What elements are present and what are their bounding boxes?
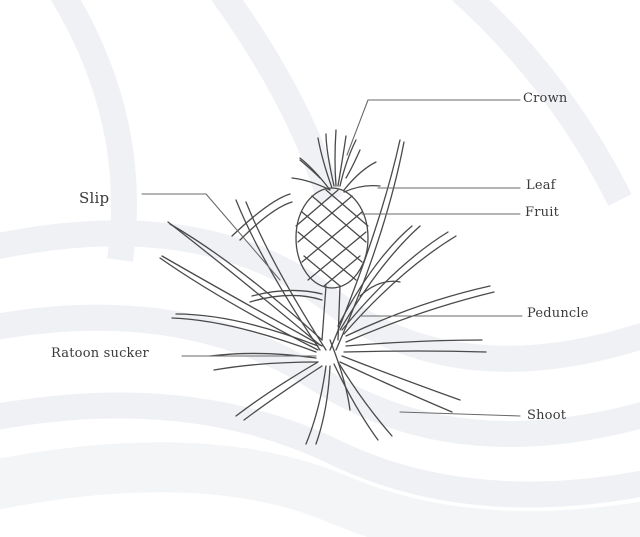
- label-ratoon-sucker: Ratoon sucker: [51, 346, 149, 361]
- label-shoot: Shoot: [527, 408, 566, 423]
- label-fruit: Fruit: [525, 205, 559, 220]
- label-slip: Slip: [79, 189, 109, 207]
- fruit-drawing: [296, 188, 368, 288]
- label-peduncle: Peduncle: [527, 306, 589, 321]
- leader-lines: [142, 100, 522, 416]
- label-leaf: Leaf: [526, 178, 556, 193]
- label-crown: Crown: [523, 91, 568, 106]
- crown-drawing: [292, 130, 380, 192]
